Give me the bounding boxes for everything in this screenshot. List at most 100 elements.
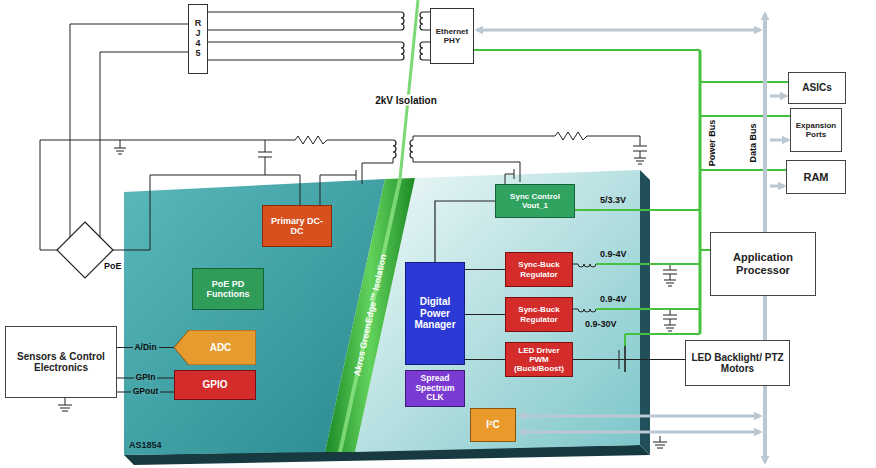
load-box: LED Backlight/ PTZ Motors bbox=[685, 340, 790, 386]
voltage-label: 5/3.3V bbox=[600, 196, 626, 206]
node-text: Primary DC-DC bbox=[266, 216, 328, 237]
node-text: Sensors & Control Electronics bbox=[9, 351, 113, 374]
node-text: Sync-Buck Regulator bbox=[509, 260, 569, 278]
transformer-coil bbox=[420, 42, 423, 60]
power-bus-line bbox=[474, 49, 700, 51]
power-wire bbox=[320, 158, 393, 205]
driver-block: LED Driver PWM (Buck/Boost) bbox=[505, 342, 573, 377]
node-text: Digital Power Manager bbox=[409, 296, 461, 331]
node-text: I²C bbox=[486, 419, 499, 431]
node-text: AS1854 bbox=[129, 440, 162, 450]
isolation-line bbox=[400, 0, 418, 179]
power-bus-line bbox=[700, 82, 790, 250]
node-text: ADC bbox=[210, 342, 232, 354]
node-text: Sync Control Vout_1 bbox=[499, 192, 571, 210]
signal-line bbox=[465, 314, 505, 315]
transformer-coil bbox=[401, 12, 404, 30]
ram-box: RAM bbox=[786, 160, 846, 194]
power-bus-line bbox=[596, 308, 700, 310]
chip-die: AS1854 Primary DC-DC PoE PD FunctionsADC GP… bbox=[124, 178, 386, 456]
power-bus-line bbox=[596, 263, 700, 265]
signal-line bbox=[435, 201, 495, 262]
node-text: Application Processor bbox=[714, 251, 812, 276]
signal-name: GPIn bbox=[134, 373, 158, 382]
signal-wire bbox=[423, 12, 430, 60]
isolation-band bbox=[325, 178, 415, 452]
signal-line bbox=[465, 269, 505, 270]
function-block: Sync Control Vout_1 bbox=[495, 184, 575, 218]
power-wire bbox=[663, 309, 677, 331]
node-text: Ethernet PHY bbox=[434, 27, 470, 45]
node-text: RJ45 bbox=[194, 19, 203, 59]
function-block: PoE PD Functions bbox=[192, 268, 264, 310]
bus-label: Data Bus bbox=[749, 123, 759, 162]
isolation-band bbox=[325, 178, 415, 452]
processor-box: Application Processor bbox=[710, 232, 816, 296]
transformer-coil bbox=[410, 140, 413, 158]
asic-box: ASICs bbox=[788, 72, 846, 104]
data-bus-line bbox=[770, 139, 788, 142]
power-wire bbox=[663, 264, 677, 286]
power-wire bbox=[114, 140, 126, 154]
sensor-box: Sensors & Control Electronics bbox=[5, 326, 117, 398]
power-wire bbox=[413, 132, 647, 164]
signal-name: A/Din bbox=[132, 343, 158, 352]
node-text: Sync-Buck Regulator bbox=[509, 305, 569, 323]
manager-block: Digital Power Manager bbox=[405, 262, 465, 365]
transformer-coil bbox=[393, 140, 396, 158]
adc-block: ADC bbox=[174, 330, 256, 365]
voltage-label: 0.9-30V bbox=[585, 320, 617, 330]
signal-wire bbox=[208, 12, 401, 60]
clock-block: Spread Spectrum CLK bbox=[405, 370, 465, 407]
power-wire bbox=[58, 398, 72, 411]
data-bus-line bbox=[520, 415, 760, 418]
signal-wire bbox=[70, 24, 188, 237]
power-wire bbox=[413, 158, 520, 184]
isolation-rating: 2kV Isolation bbox=[373, 95, 439, 106]
power-bus-line bbox=[575, 209, 700, 211]
node-text: LED Driver PWM (Buck/Boost) bbox=[509, 346, 569, 374]
chip-body bbox=[124, 170, 650, 465]
data-bus-line bbox=[770, 185, 784, 188]
power-wire bbox=[258, 140, 272, 175]
data-bus-line bbox=[770, 95, 786, 98]
transformer-coil bbox=[401, 42, 404, 60]
phy-box: Ethernet PHY bbox=[430, 8, 474, 64]
power-wire bbox=[40, 136, 393, 250]
node-text: Akros GreenEdge™ Isolation bbox=[352, 254, 389, 378]
isolation-band: Akros GreenEdge™ Isolation bbox=[325, 178, 415, 453]
regulator-block: Sync-Buck Regulator bbox=[505, 252, 573, 287]
function-block: Primary DC-DC bbox=[262, 205, 332, 247]
adc-outline bbox=[174, 330, 256, 365]
power-bus-line bbox=[474, 50, 790, 346]
node-text: ASICs bbox=[802, 82, 831, 94]
node-text: RAM bbox=[803, 171, 828, 184]
voltage-label: 0.9-4V bbox=[600, 250, 627, 260]
node-text: GPIO bbox=[202, 379, 227, 391]
power-wire bbox=[40, 132, 677, 448]
power-wire bbox=[653, 436, 667, 448]
signal-line bbox=[573, 359, 685, 360]
node-text: LED Backlight/ PTZ Motors bbox=[689, 352, 786, 375]
isolation-band bbox=[338, 179, 402, 452]
data-bus-line bbox=[520, 431, 760, 434]
power-wire bbox=[573, 309, 596, 312]
power-wire bbox=[573, 264, 596, 267]
signal-wire bbox=[70, 12, 430, 237]
rj45-connector: RJ45 bbox=[188, 4, 208, 74]
transformer-coil bbox=[420, 12, 423, 30]
regulator-block: Sync-Buck Regulator bbox=[505, 297, 573, 332]
node-text: Expansion Ports bbox=[794, 121, 838, 139]
signal-line bbox=[465, 359, 505, 360]
bus-label: Power Bus bbox=[708, 120, 718, 167]
expansion-box: Expansion Ports bbox=[790, 108, 842, 152]
node-text: PoE PD Functions bbox=[196, 279, 260, 300]
function-block: GPIO bbox=[174, 370, 256, 400]
signal-name: GPout bbox=[131, 387, 161, 396]
data-bus-line bbox=[477, 29, 760, 32]
node-text: Spread Spectrum CLK bbox=[409, 374, 461, 403]
bus-block: I²C bbox=[470, 408, 516, 442]
